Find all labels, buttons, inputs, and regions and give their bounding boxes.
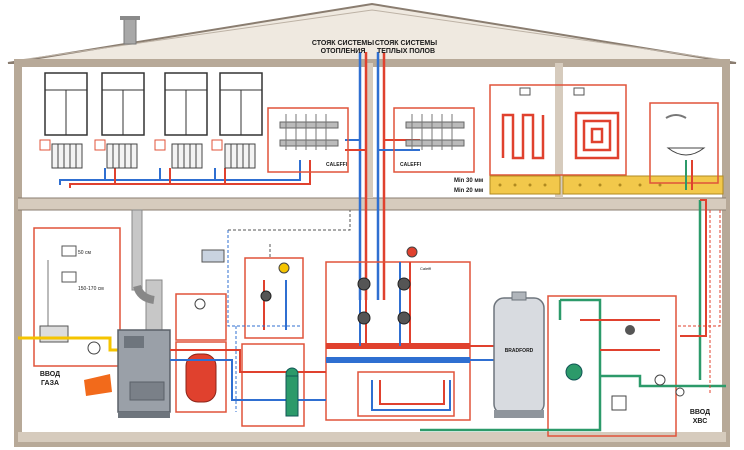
boiler (117, 209, 171, 418)
dhw-fittings (565, 325, 685, 411)
water-heater-icon: BRADFORD (493, 291, 545, 418)
ground-slab (18, 432, 726, 442)
floor-slab (18, 198, 726, 210)
manifold-right: CALEFFI (393, 107, 475, 173)
pump-icon (357, 277, 371, 291)
controller-icon (201, 249, 225, 263)
wall-partition (365, 63, 373, 198)
washbasin-icon (649, 102, 719, 190)
underfloor-loops: Min 30 мм Min 20 мм (454, 84, 724, 195)
gas-valve-icon (39, 325, 69, 343)
roof (7, 2, 737, 64)
window-icon (101, 72, 145, 136)
svg-text:Min 30 мм: Min 30 мм (454, 178, 484, 184)
svg-text:СТОЯК СИСТЕМЫ: СТОЯК СИСТЕМЫ (375, 40, 437, 47)
svg-text:ВВОД: ВВОД (40, 371, 60, 378)
svg-text:Caleffi: Caleffi (420, 266, 431, 271)
radiator-icon (154, 139, 203, 169)
svg-text:50 см: 50 см (78, 250, 91, 256)
radiator-icon (39, 139, 83, 169)
window-icon (164, 72, 208, 136)
lower-heating-pipes (170, 262, 494, 411)
svg-text:BRADFORD: BRADFORD (505, 348, 534, 354)
manifold-left: CALEFFI (267, 107, 349, 173)
window-icon (44, 72, 88, 136)
upper-heating-pipes (59, 52, 420, 300)
chimney-icon (123, 17, 137, 45)
component-frames (33, 227, 677, 437)
floor-coil-icon (501, 113, 545, 160)
svg-text:ГАЗА: ГАЗА (41, 380, 59, 387)
svg-text:ХВС: ХВС (693, 418, 708, 425)
radiators (39, 139, 256, 169)
pump-icon (260, 290, 272, 302)
svg-text:Min 20 мм: Min 20 мм (454, 188, 484, 194)
radiator-icon (94, 139, 138, 169)
control-wiring (227, 210, 721, 412)
riser-labels: СТОЯК СИСТЕМЫ ОТОПЛЕНИЯ СТОЯК СИСТЕМЫ ТЕ… (312, 40, 437, 55)
gauge-icon (87, 341, 101, 355)
cold-water-pipes (420, 200, 726, 432)
radiator-icon (211, 139, 256, 169)
screed-layer (489, 175, 561, 195)
pump-icon (357, 311, 371, 325)
floor-spiral-icon (574, 111, 620, 160)
svg-text:CALEFFI: CALEFFI (400, 162, 422, 168)
svg-text:150-170 см: 150-170 см (78, 286, 104, 292)
svg-text:CALEFFI: CALEFFI (326, 162, 348, 168)
hot-water-pipes (580, 199, 707, 351)
pump-icon (397, 277, 411, 291)
expansion-tank-icon (185, 298, 217, 403)
filter-icon (611, 395, 627, 411)
window-icon (219, 72, 263, 136)
pump-groups: Caleffi (260, 246, 431, 417)
dhw-tank-icon (565, 363, 583, 381)
svg-text:ТЕПЛЫХ ПОЛОВ: ТЕПЛЫХ ПОЛОВ (377, 48, 435, 55)
gas-flame-icon (84, 374, 112, 396)
svg-text:СТОЯК СИСТЕМЫ: СТОЯК СИСТЕМЫ (312, 40, 374, 47)
pump-icon (397, 311, 411, 325)
svg-text:ВВОД: ВВОД (690, 409, 710, 416)
svg-text:ОТОПЛЕНИЯ: ОТОПЛЕНИЯ (321, 48, 366, 55)
windows (44, 72, 263, 136)
